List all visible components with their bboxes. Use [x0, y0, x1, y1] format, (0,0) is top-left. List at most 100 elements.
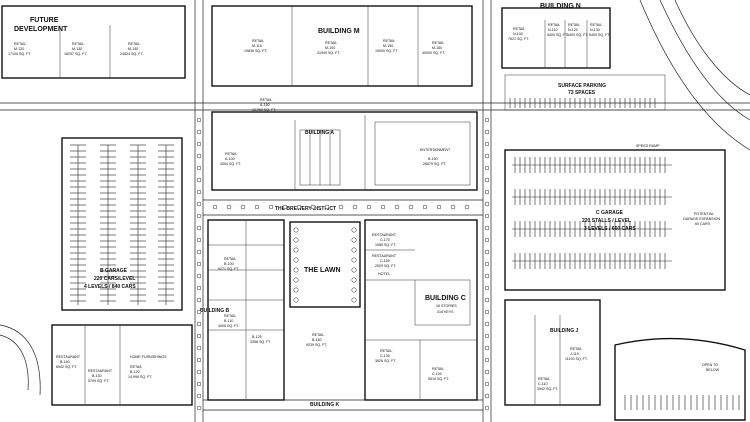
tree-icon [196, 369, 202, 375]
tree-icon [196, 189, 202, 195]
tree-icon [484, 345, 490, 351]
building-j-label: BUILDING J [550, 328, 579, 334]
tree-icon [196, 309, 202, 315]
svg-text:RETAIL: RETAIL [538, 377, 550, 381]
svg-text:RESTAURANT: RESTAURANT [372, 233, 397, 237]
tree-icon [240, 204, 246, 210]
tree-icon [226, 204, 232, 210]
the-lawn [289, 221, 361, 308]
svg-text:6942 SQ. FT.: 6942 SQ. FT. [56, 365, 77, 369]
speed-ramp-label: SPEED RAMP [636, 144, 660, 148]
tree-icon [196, 177, 202, 183]
tree-icon [196, 345, 202, 351]
open-to-below-area [614, 337, 746, 421]
svg-text:N-120: N-120 [568, 28, 578, 32]
tree-icon [196, 393, 202, 399]
tree-icon [484, 201, 490, 207]
tenant-b125: B-125 3358 SQ. FT. [250, 335, 271, 344]
tree-icon [484, 405, 490, 411]
svg-text:B-110: B-110 [224, 319, 233, 323]
tree-icon [394, 204, 400, 210]
tree-icon [196, 405, 202, 411]
tree-icon [351, 247, 357, 253]
tree-icon [196, 333, 202, 339]
tree-icon [212, 204, 218, 210]
svg-text:C-170: C-170 [380, 238, 390, 242]
c-garage-capacity: 220 STALLS / LEVEL [582, 218, 631, 224]
b-garage-capacity: 220 CARS/LEVEL [94, 276, 135, 282]
tree-icon [296, 204, 302, 210]
building-c [364, 219, 478, 401]
tree-icon [293, 237, 299, 243]
svg-text:9239 SQ. FT.: 9239 SQ. FT. [306, 343, 327, 347]
tenant-a150: RETAIL A-150 10,000 SQ. FT. [252, 98, 276, 112]
svg-text:RETAIL: RETAIL [325, 41, 337, 45]
tree-icon [351, 227, 357, 233]
building-b-label: BUILDING B [200, 308, 230, 314]
svg-text:N-110: N-110 [548, 28, 558, 32]
tree-icon [196, 285, 202, 291]
tree-icon [484, 285, 490, 291]
building-k-label: BUILDING K [310, 402, 340, 408]
tenant-b160: RETAIL B-160 9239 SQ. FT. [306, 333, 327, 347]
svg-text:31949 SQ. FT.: 31949 SQ. FT. [317, 51, 340, 55]
svg-text:C-110: C-110 [538, 382, 548, 386]
tenant-m140: RETAIL M-140 24834 SQ. FT. [120, 42, 143, 56]
svg-text:RETAIL: RETAIL [380, 349, 392, 353]
svg-text:RETAIL: RETAIL [383, 39, 395, 43]
garage-expansion-label-2: GARAGE EXPANSION [683, 217, 720, 221]
tenant-m110: RETAIL M-110 19836 SQ. FT. [244, 39, 267, 53]
svg-text:5400 SQ. FT.: 5400 SQ. FT. [567, 33, 588, 37]
tenant-n100: RETAIL N-100 7621 SQ. FT. [508, 27, 529, 41]
svg-text:26679 SQ. FT.: 26679 SQ. FT. [423, 162, 446, 166]
tenant-b100: RETAIL B-100 6271 SQ. FT. [218, 257, 239, 271]
surface-parking-label: SURFACE PARKING [558, 83, 606, 89]
surface-parking-area [504, 74, 666, 111]
surface-parking-spaces: 73 SPACES [568, 90, 596, 96]
tree-icon [380, 204, 386, 210]
svg-text:4006 SQ. FT.: 4006 SQ. FT. [218, 324, 239, 328]
tree-icon [293, 297, 299, 303]
tree-icon [196, 141, 202, 147]
entertainment-label: ENTERTAINMENT [420, 148, 451, 152]
tree-icon [422, 204, 428, 210]
tenant-m150: RETAIL M-150 15000 SQ. FT. [375, 39, 398, 53]
tree-icon [484, 309, 490, 315]
svg-text:RETAIL: RETAIL [224, 257, 236, 261]
tree-icon [484, 189, 490, 195]
b-garage [61, 137, 183, 311]
building-c-stories: 16 STORIES [436, 304, 457, 308]
tree-icon [484, 153, 490, 159]
tree-icon [254, 204, 260, 210]
svg-text:A-100: A-100 [225, 157, 235, 161]
tree-icon [484, 261, 490, 267]
bottom-left-retail [51, 324, 193, 406]
tree-icon [310, 204, 316, 210]
tenant-c130: RETAIL C-130 3626 SQ. FT. [375, 349, 396, 363]
svg-text:RETAIL: RETAIL [130, 365, 142, 369]
tenant-n110: RETAIL N-110 5400 SQ. FT. [547, 23, 568, 37]
future-development-label-2: DEVELOPMENT [14, 26, 68, 33]
tree-icon [464, 204, 470, 210]
garage-expansion-cars: 60 CARS [695, 222, 711, 226]
svg-text:3358 SQ. FT.: 3358 SQ. FT. [250, 340, 271, 344]
svg-text:RETAIL: RETAIL [72, 42, 84, 46]
future-development-label: FUTURE [30, 17, 59, 24]
tree-icon [484, 225, 490, 231]
tree-icon [351, 277, 357, 283]
open-to-below-label-2: BELOW [706, 368, 720, 372]
tree-icon [484, 381, 490, 387]
svg-text:4054 SQ. FT.: 4054 SQ. FT. [220, 162, 241, 166]
tree-icon [484, 165, 490, 171]
svg-text:6271 SQ. FT.: 6271 SQ. FT. [218, 267, 239, 271]
svg-text:RETAIL: RETAIL [513, 27, 525, 31]
tenant-m120: RETAIL M-120 17100 SQ. FT. [8, 42, 31, 56]
tenant-b120: RETAIL B-120 14,996 SQ. FT. [128, 365, 152, 379]
tree-icon [293, 247, 299, 253]
tree-icon [366, 204, 372, 210]
svg-text:N-100: N-100 [513, 32, 523, 36]
svg-text:11193 SQ. FT.: 11193 SQ. FT. [565, 357, 588, 361]
svg-text:7621 SQ. FT.: 7621 SQ. FT. [508, 37, 529, 41]
tree-icon [324, 204, 330, 210]
c-garage-label: C GARAGE [596, 210, 624, 216]
